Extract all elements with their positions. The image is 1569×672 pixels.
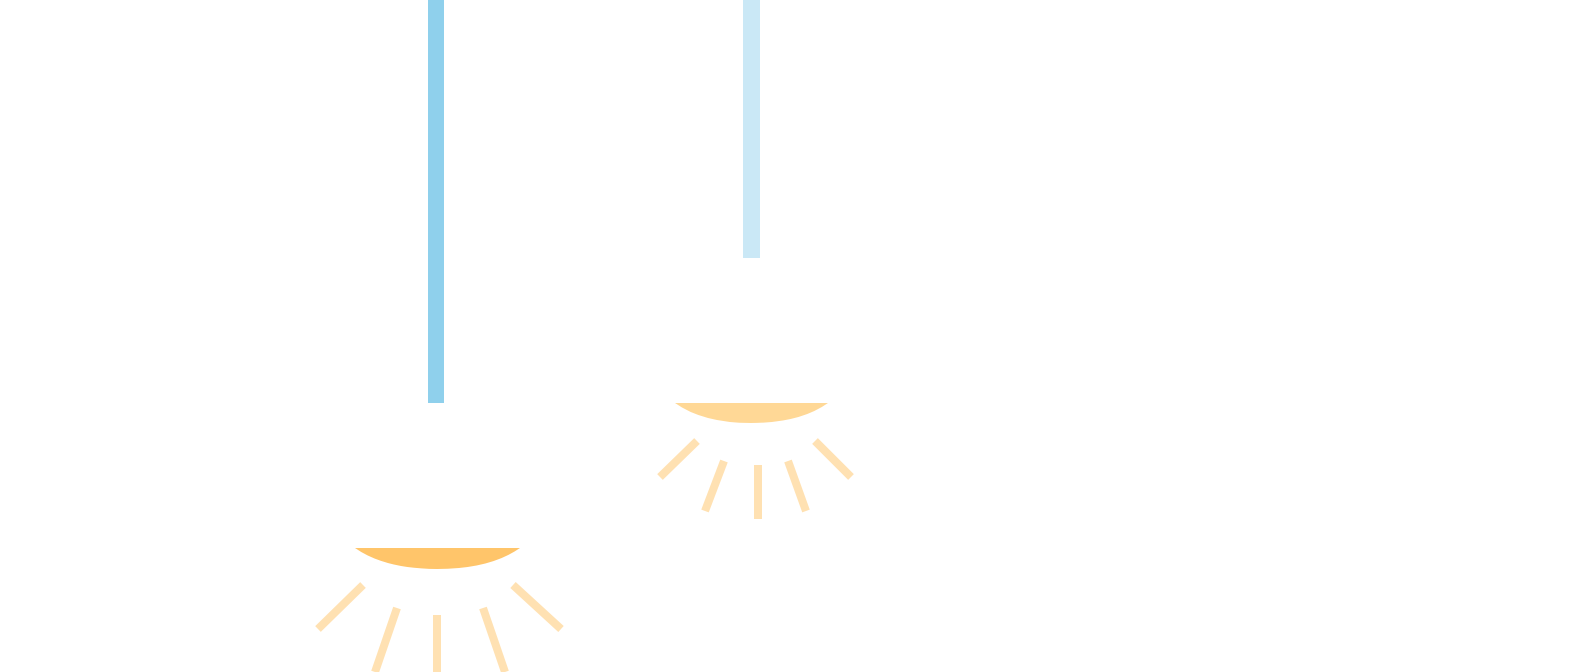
lamp-left-light-rays <box>315 582 564 672</box>
lamp-right <box>657 0 854 519</box>
lamp-right-cord <box>743 0 760 258</box>
light-ray <box>510 582 564 632</box>
lamp-right-light-rays <box>657 438 854 519</box>
light-ray <box>371 606 401 672</box>
light-ray <box>812 438 854 480</box>
lamp-right-shade <box>675 403 828 423</box>
lamp-left-shade <box>355 548 520 569</box>
lamp-left <box>315 0 564 672</box>
light-ray <box>701 459 728 513</box>
light-ray <box>479 606 509 672</box>
light-ray <box>784 459 810 513</box>
lamp-left-cord <box>428 0 444 403</box>
light-ray <box>315 582 366 632</box>
light-ray <box>657 438 700 480</box>
